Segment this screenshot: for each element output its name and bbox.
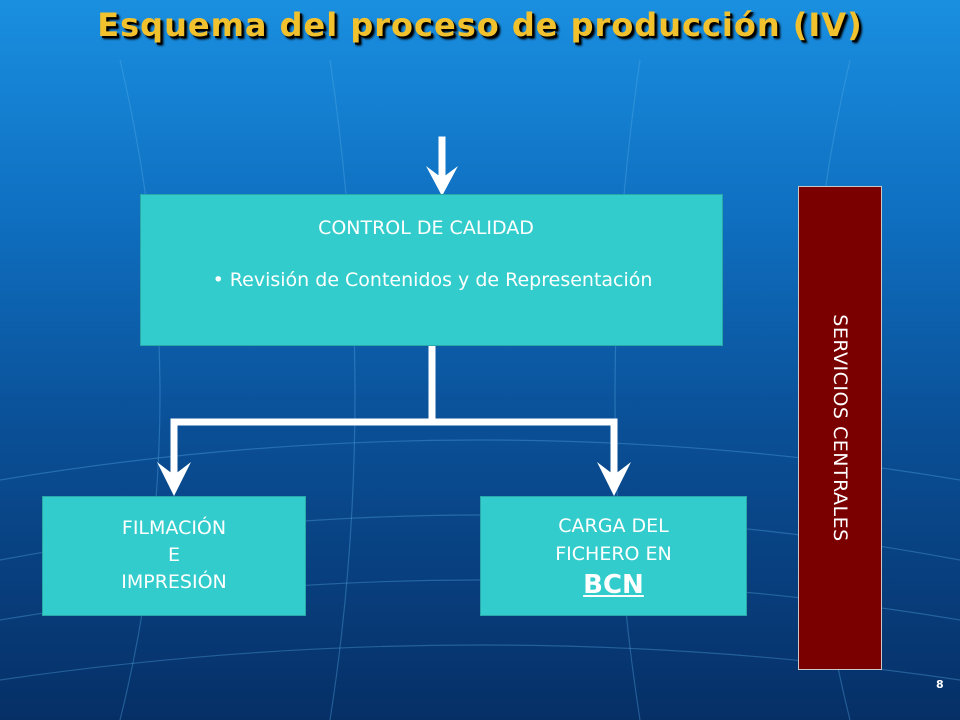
quality-control-heading: CONTROL DE CALIDAD — [318, 217, 534, 239]
load-line-1: CARGA DEL — [558, 515, 669, 537]
filming-printing-box: FILMACIÓN E IMPRESIÓN — [42, 496, 306, 616]
load-line-3: BCN — [583, 570, 644, 600]
filming-line-1: FILMACIÓN — [121, 517, 227, 539]
incoming-arrow-head — [426, 166, 458, 196]
page-number: 8 — [936, 678, 944, 691]
filming-line-2: E — [167, 544, 180, 566]
right-arrow-head — [597, 462, 631, 496]
central-services-label: SERVICIOS CENTRALES — [829, 314, 851, 542]
filming-line-3: IMPRESIÓN — [121, 571, 227, 593]
left-arrow-head — [157, 462, 191, 496]
load-line-2: FICHERO EN — [555, 543, 672, 565]
quality-control-bullet: • Revisión de Contenidos y de Representa… — [212, 269, 653, 291]
quality-control-box: CONTROL DE CALIDAD • Revisión de Conteni… — [140, 194, 723, 346]
central-services-box — [798, 186, 882, 670]
slide-title: Esquema del proceso de producción (IV) — [97, 6, 863, 44]
bcn-load-box: CARGA DEL FICHERO EN BCN — [480, 496, 747, 616]
